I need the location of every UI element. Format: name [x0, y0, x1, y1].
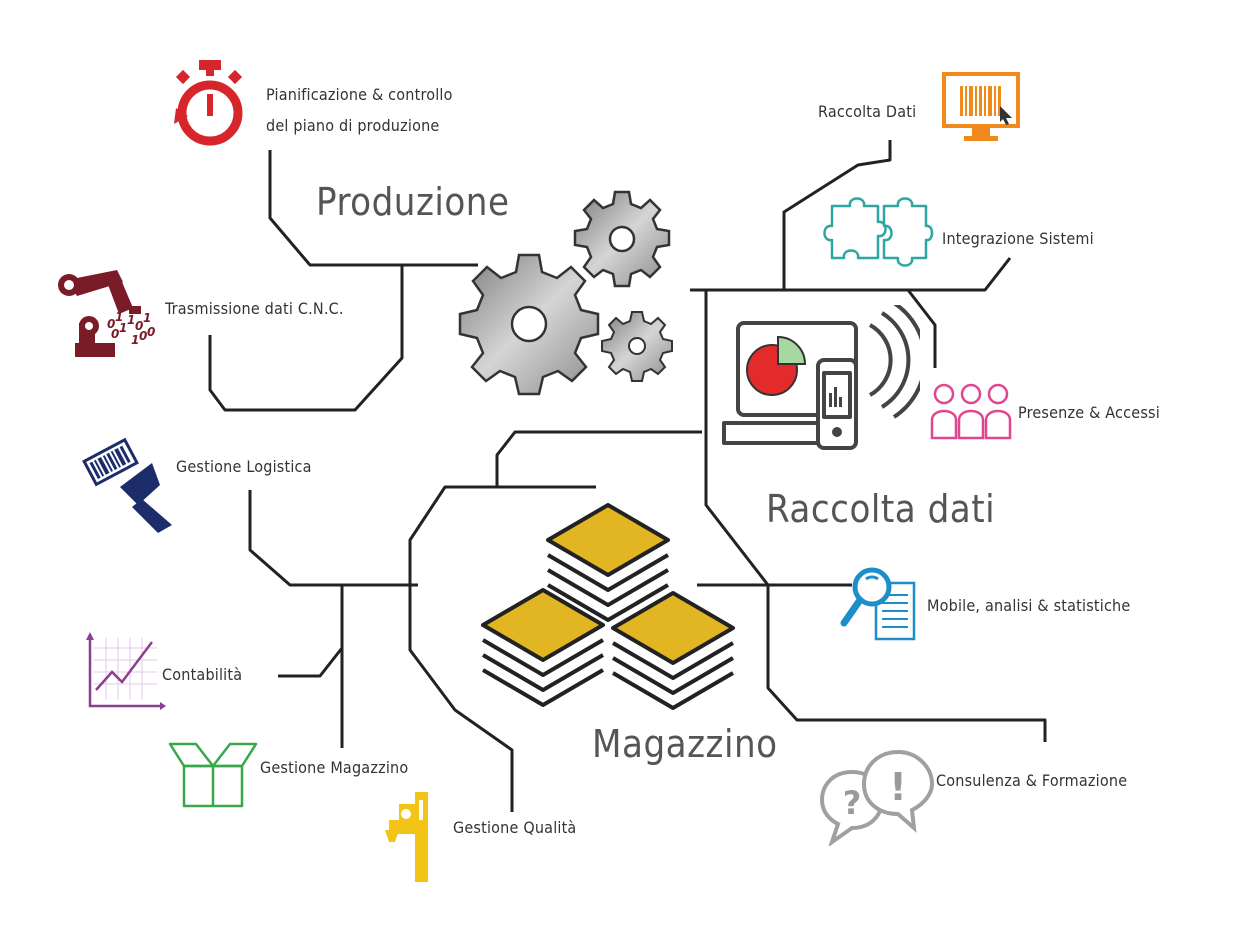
label-pianificazione-line2: del piano di produzione: [266, 116, 440, 135]
hub-raccolta-dati: Raccolta dati: [766, 487, 996, 531]
puzzle-icon: [822, 188, 934, 278]
label-contabilita: Contabilità: [162, 665, 243, 684]
line-cnc: [208, 265, 404, 412]
hub-magazzino: Magazzino: [592, 722, 778, 766]
label-consulenza: Consulenza & Formazione: [936, 771, 1128, 790]
label-cnc: Trasmissione dati C.N.C.: [165, 299, 344, 318]
svg-text:0: 0: [107, 317, 115, 331]
line-logistica: [248, 490, 418, 587]
stopwatch-icon: [170, 58, 250, 158]
label-presenze: Presenze & Accessi: [1018, 403, 1160, 422]
line-raccolta-dati: [782, 140, 892, 290]
svg-text:1: 1: [143, 311, 151, 325]
label-gestione-magazzino: Gestione Magazzino: [260, 758, 409, 777]
robot-arm-icon: 0 1 0 1 1 0 1 1 0 0: [55, 268, 170, 363]
speech-bubbles-icon: ? !: [818, 748, 938, 846]
line-magazzino-top: [408, 485, 596, 812]
stacked-layers-icon: [478, 495, 758, 715]
svg-text:0: 0: [147, 325, 155, 339]
label-raccolta-dati-item: Raccolta Dati: [818, 102, 917, 121]
open-box-icon: [168, 738, 258, 810]
svg-text:!: !: [889, 765, 906, 809]
label-integrazione: Integrazione Sistemi: [942, 229, 1094, 248]
svg-text:0: 0: [135, 319, 143, 333]
svg-text:1: 1: [127, 313, 135, 327]
line-chart-icon: [82, 628, 167, 713]
svg-text:?: ?: [843, 784, 862, 822]
label-mobile: Mobile, analisi & statistiche: [927, 596, 1131, 615]
svg-text:1: 1: [131, 333, 139, 347]
monitor-phone-icon: [720, 305, 920, 460]
svg-text:1: 1: [119, 321, 127, 335]
label-pianificazione: Pianificazione & controllo del piano di …: [266, 84, 453, 137]
label-logistica: Gestione Logistica: [176, 457, 312, 476]
line-presenze: [906, 289, 937, 368]
hub-produzione: Produzione: [316, 180, 510, 224]
barcode-scanner-icon: [80, 425, 180, 535]
magnifier-document-icon: [838, 565, 920, 645]
monitor-barcode-icon: [942, 72, 1022, 144]
line-hub-to-magazzino: [495, 430, 702, 487]
line-hub-right: [690, 257, 1012, 292]
people-icon: [930, 380, 1012, 442]
svg-text:0: 0: [111, 327, 119, 341]
svg-text:1: 1: [115, 310, 123, 324]
gears-icon: [455, 186, 685, 416]
caliper-icon: [385, 790, 445, 885]
label-gestione-qualita: Gestione Qualità: [453, 818, 577, 837]
svg-text:0: 0: [139, 329, 147, 343]
line-contabilita: [278, 585, 344, 678]
label-pianificazione-line1: Pianificazione & controllo: [266, 85, 453, 104]
line-pianificazione: [268, 150, 478, 267]
line-trunk: [704, 290, 1047, 742]
